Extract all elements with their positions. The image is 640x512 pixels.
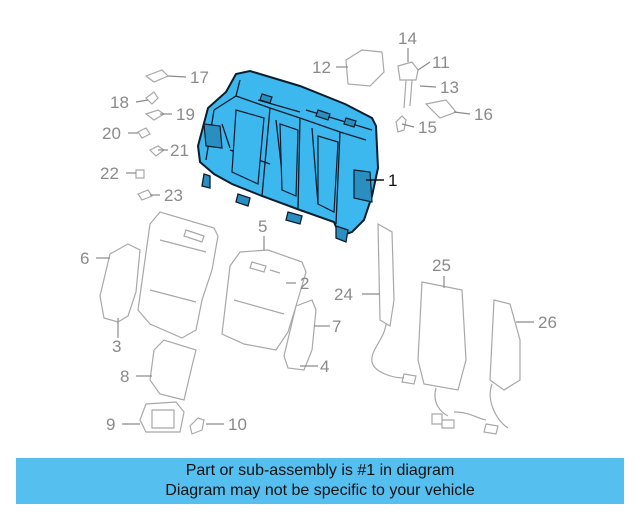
banner-line-1: Part or sub-assembly is #1 in diagram [185, 462, 455, 479]
callout-11: 11 [432, 53, 450, 72]
part-2-detail [233, 261, 285, 315]
callout-16: 16 [474, 105, 493, 124]
parts-diagram: 1 2 3 4 5 6 7 8 9 10 11 12 13 14 15 16 1… [80, 29, 557, 435]
callout-4: 4 [320, 357, 329, 376]
callout-20: 20 [102, 124, 121, 143]
part-8-shape [149, 339, 197, 401]
part-5-detail [149, 229, 207, 303]
part-26-shape [489, 299, 521, 391]
part-21-shape [148, 145, 166, 157]
part-24-harness [371, 323, 417, 385]
callout-18: 18 [110, 93, 129, 112]
part-5-shape [137, 211, 219, 339]
callout-22: 22 [100, 164, 119, 183]
part-10-shape [189, 417, 205, 435]
callout-19: 19 [176, 105, 195, 124]
seat-back-frame-part-1[interactable] [196, 69, 380, 243]
part-9-detail [151, 409, 175, 429]
callout-23: 23 [164, 186, 183, 205]
part-23-shape [137, 189, 153, 201]
part-17-shape [144, 69, 170, 83]
callout-15: 15 [418, 118, 437, 137]
part-26-harness [483, 383, 509, 435]
part-19-shape [144, 109, 166, 121]
callout-26: 26 [538, 313, 557, 332]
part-25-harness [431, 387, 487, 429]
callout-14: 14 [398, 29, 417, 48]
callout-12: 12 [312, 58, 331, 77]
callout-8: 8 [120, 367, 129, 386]
diagram-notice-banner: Part or sub-assembly is #1 in diagram Di… [16, 458, 624, 504]
part-11-shape [397, 61, 419, 81]
part-3-shape [99, 243, 141, 323]
part-4-shape [283, 299, 317, 371]
callout-6: 6 [80, 249, 89, 268]
part-24-shape [377, 222, 395, 327]
part-22-shape [135, 169, 145, 179]
part-16-shape [424, 99, 458, 119]
leader-lines [96, 48, 534, 425]
callout-25: 25 [432, 256, 451, 275]
callout-9: 9 [106, 415, 115, 434]
part-18-shape [145, 91, 159, 105]
callout-2: 2 [300, 274, 309, 293]
part-25-shape [417, 281, 467, 391]
callout-21: 21 [170, 141, 189, 160]
callout-1: 1 [388, 171, 397, 190]
callout-7: 7 [332, 317, 341, 336]
callout-5: 5 [258, 217, 267, 236]
part-13-shape [403, 79, 413, 109]
part-12-shape [345, 49, 385, 87]
banner-line-2: Diagram may not be specific to your vehi… [165, 482, 475, 499]
callout-24: 24 [334, 285, 353, 304]
part-20-shape [137, 127, 151, 139]
callout-17: 17 [190, 68, 209, 87]
callout-13: 13 [440, 78, 459, 97]
callout-10: 10 [228, 415, 247, 434]
part-15-shape [395, 115, 407, 133]
callout-3: 3 [112, 337, 121, 356]
